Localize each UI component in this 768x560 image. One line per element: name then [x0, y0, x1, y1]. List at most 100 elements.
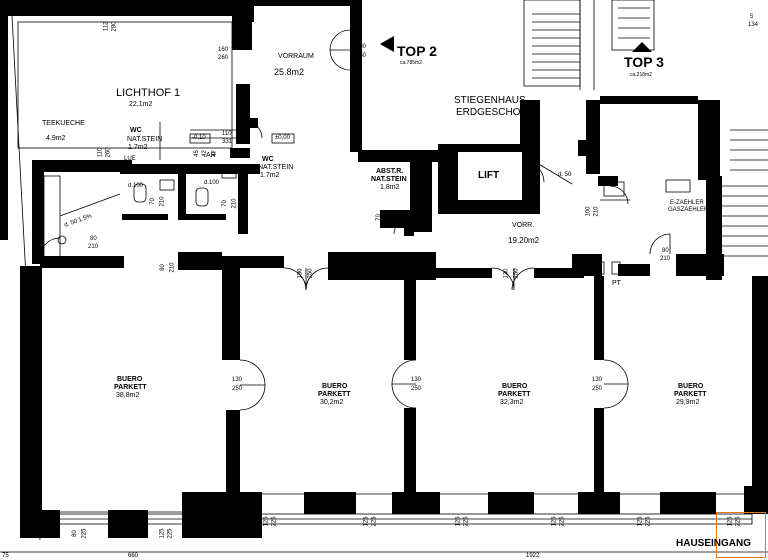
dim-5: 130: [356, 44, 367, 50]
wall-mid-3: [222, 256, 284, 268]
pier-7: [578, 492, 620, 514]
dim-29: 130: [592, 377, 603, 383]
dim-10: 260: [105, 147, 112, 158]
wall-office-2-3-bot: [404, 408, 416, 512]
room-buero3-area: 32,3m2: [500, 399, 524, 406]
room-lichthof-name: LICHTHOF 1: [116, 87, 181, 99]
wall-top-left: [0, 0, 232, 16]
dim-30: 250: [592, 386, 603, 392]
dim-34: 225: [81, 528, 88, 539]
dim-35: 125: [263, 516, 270, 527]
wall-mid-8: [618, 264, 650, 276]
wall-lift-top: [438, 144, 540, 152]
mark-d100a: d.100: [128, 183, 144, 189]
room-buero2-floor: PARKETT: [318, 391, 351, 398]
wall-lichthof-right-2: [236, 84, 250, 144]
mark-d50b: d. 50: [558, 172, 572, 178]
dim-44: 225: [645, 516, 652, 527]
top3-area: ca.218m2: [630, 72, 652, 78]
dim-25: 130: [232, 377, 243, 383]
pier-8: [660, 492, 716, 514]
wall-mid-5: [436, 268, 492, 278]
pier-5: [392, 492, 440, 514]
dim-16: 210: [159, 196, 166, 207]
dim-60: 90: [189, 528, 196, 535]
room-buero3-name: BUERO: [502, 383, 528, 390]
elevation-box-2: [271, 133, 295, 144]
mark-d100b: d.100: [144, 4, 160, 10]
room-wc2-floor: NAT.STEIN: [258, 164, 294, 171]
stub-4: [404, 214, 414, 236]
room-wc2-area: 1.7m2: [260, 172, 280, 179]
dim-54: 210: [593, 206, 600, 217]
dim-64: 42: [201, 150, 208, 157]
stiegenhaus-line1: STIEGENHAUS: [454, 95, 526, 106]
wall-top-mid: [254, 0, 352, 6]
room-buero4-name: BUERO: [678, 383, 704, 390]
dim-21: 130: [297, 268, 304, 279]
dim-1: 112: [103, 21, 110, 32]
dim-58: 660: [128, 553, 139, 559]
wall-mid-1: [40, 256, 124, 268]
dim-45: 125: [727, 516, 734, 527]
dim-6: 250: [356, 53, 367, 59]
mark-ar: AR: [206, 152, 216, 159]
elevation-2: ±0,00: [275, 135, 290, 141]
dim-46: 225: [735, 516, 742, 527]
dim-22: 250: [307, 268, 314, 279]
dim-50: 210: [660, 256, 671, 262]
room-lift-name: LIFT: [478, 170, 500, 181]
pier-6: [488, 492, 534, 514]
zaehler-line2: GASZAEHLER: [668, 207, 709, 213]
dim-28: 250: [411, 386, 422, 392]
dim-37: 125: [363, 516, 370, 527]
top2-name: TOP 2: [397, 43, 437, 59]
wall-right-core-2: [598, 176, 618, 186]
top3-name: TOP 3: [624, 54, 664, 70]
dim-61: 210: [199, 526, 206, 537]
dim-24: 250: [513, 268, 520, 279]
wall-right-top-core: [698, 100, 720, 180]
mark-pt: PT: [612, 280, 621, 287]
dim-26: 250: [232, 386, 243, 392]
entrance-label: HAUSEINGANG: [676, 538, 752, 549]
room-wc1-area: 1.7m2: [128, 144, 148, 151]
room-lichthof-area: 22,1m2: [129, 101, 153, 108]
dim-9: 110: [97, 147, 104, 158]
mark-lue1: LUE: [124, 156, 136, 162]
dim-8: 331: [222, 139, 233, 145]
wall-office-3-4-top: [594, 276, 604, 360]
room-buero2-name: BUERO: [322, 383, 348, 390]
dim-17: 70: [221, 200, 228, 207]
wall-wc-mid: [178, 174, 186, 220]
room-vorraum-area: 25.8m2: [274, 67, 305, 77]
wall-mid-7: [572, 254, 602, 276]
wall-vorraum-right: [350, 0, 362, 152]
wall-mid-6: [534, 268, 584, 278]
wall-office-1-2-bot: [226, 410, 240, 514]
wall-mid-9: [676, 254, 724, 276]
wall-wc-bottom2: [186, 214, 226, 220]
wall-wc-bottom: [122, 214, 168, 220]
entrance-highlight: [716, 512, 766, 558]
dim-19: 80: [159, 264, 166, 271]
dim-56: 210: [385, 212, 392, 223]
dim-59: 1922: [526, 553, 540, 559]
stub-2: [230, 148, 250, 158]
wall-right-core: [586, 100, 600, 174]
dim-52: 134: [748, 22, 759, 28]
wall-top-left-2: [232, 0, 254, 22]
room-buero3-floor: PARKETT: [498, 391, 531, 398]
stub-1: [238, 118, 258, 128]
wall-kitchen-top: [32, 160, 132, 172]
dim-20: 210: [169, 262, 176, 273]
dim-23: 130: [503, 268, 510, 279]
mark-lue2: LUE: [226, 166, 238, 172]
room-buero1-name: BUERO: [117, 376, 143, 383]
dim-43: 125: [637, 516, 644, 527]
dim-14: 210: [32, 301, 43, 307]
room-buero2-area: 30,2m2: [320, 399, 344, 406]
wall-lift-bottom: [438, 200, 540, 214]
dim-11: 80: [90, 236, 97, 242]
